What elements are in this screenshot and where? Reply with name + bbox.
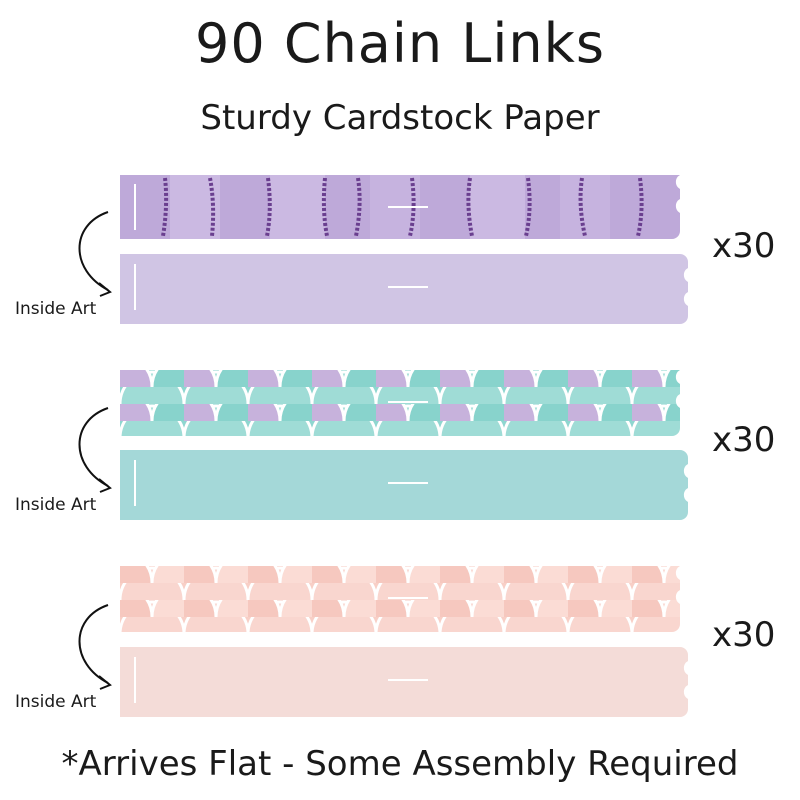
link-count-label: x30 — [712, 420, 776, 460]
outside-strip — [120, 175, 680, 239]
inside-strip — [120, 254, 688, 324]
curved-arrow-icon — [78, 604, 109, 684]
assembly-note: *Arrives Flat - Some Assembly Required — [61, 744, 739, 784]
inside-strip — [120, 450, 688, 520]
inside-art-label: Inside Art — [15, 299, 97, 319]
link-group-pink — [78, 566, 688, 717]
link-count-label: x30 — [712, 226, 776, 266]
link-group-teal — [78, 370, 688, 520]
curved-arrow-icon — [78, 211, 109, 291]
page-subtitle: Sturdy Cardstock Paper — [200, 98, 600, 138]
curved-arrow-icon — [78, 407, 109, 487]
link-count-label: x30 — [712, 615, 776, 655]
inside-art-label: Inside Art — [15, 495, 97, 515]
inside-art-label: Inside Art — [15, 692, 97, 712]
page-title: 90 Chain Links — [194, 12, 605, 75]
inside-strip — [120, 647, 688, 717]
link-group-purple — [78, 175, 688, 324]
outside-strip — [120, 566, 680, 632]
outside-strip — [120, 370, 680, 436]
